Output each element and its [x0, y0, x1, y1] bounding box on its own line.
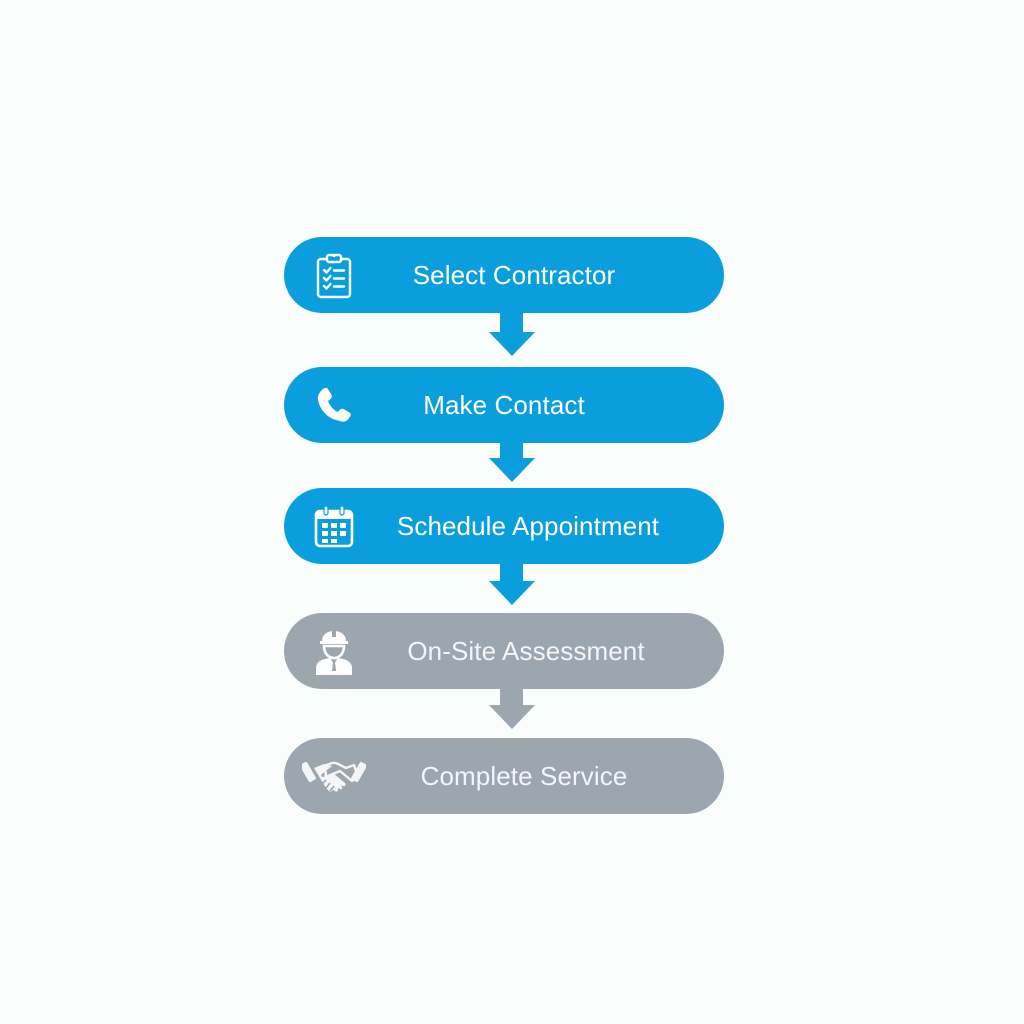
- contractor-worker-icon: [310, 627, 358, 675]
- step-label: Make Contact: [423, 390, 585, 420]
- step-label: Complete Service: [420, 761, 628, 791]
- phone-icon: [310, 381, 358, 429]
- step-label: Schedule Appointment: [396, 511, 660, 541]
- arrow-down-icon: [488, 442, 536, 482]
- step-label: Select Contractor: [412, 260, 616, 290]
- step-on-site-assessment: On-Site Assessment: [284, 613, 724, 689]
- step-schedule-appointment: Schedule Appointment: [284, 488, 724, 564]
- handshake-icon: [302, 752, 366, 800]
- calendar-icon: [310, 502, 358, 550]
- arrow-down-icon: [488, 689, 536, 729]
- clipboard-checklist-icon: [310, 251, 358, 299]
- step-select-contractor: Select Contractor: [284, 237, 724, 313]
- step-complete-service: Complete Service: [284, 738, 724, 814]
- arrow-down-icon: [488, 563, 536, 605]
- arrow-down-icon: [488, 313, 536, 356]
- step-make-contact: Make Contact: [284, 367, 724, 443]
- step-label: On-Site Assessment: [407, 636, 645, 666]
